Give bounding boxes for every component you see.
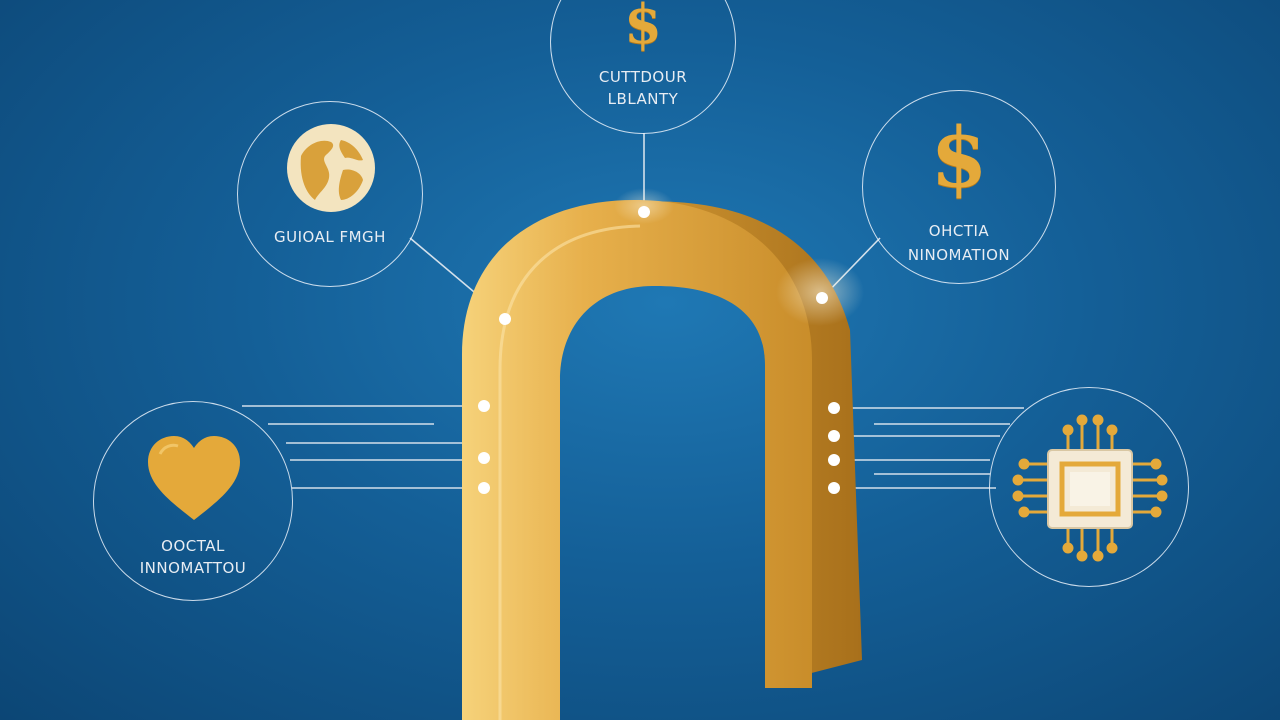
dollar-icon: $ <box>930 110 988 206</box>
chip-icon <box>1010 408 1170 568</box>
dot-right-4 <box>828 482 840 494</box>
node-upper-left-label: GUIOAL FMGH <box>274 228 386 246</box>
node-top-label-2: LBLANTY <box>607 90 679 108</box>
dot-right-3 <box>828 454 840 466</box>
node-lower-left-label-2: INNOMATTOU <box>139 559 247 577</box>
dot-left-1 <box>478 400 490 412</box>
node-top-label-1: CUTTDOUR <box>598 68 688 86</box>
dot-top <box>638 206 650 218</box>
dot-upper-right <box>816 292 828 304</box>
heart-icon <box>144 434 244 524</box>
globe-icon <box>285 122 377 214</box>
dot-left-2 <box>478 452 490 464</box>
dollar-icon: $ <box>624 0 662 56</box>
node-upper-left: GUIOAL FMGH <box>237 101 423 287</box>
node-upper-right-label-1: OHCTIA <box>928 222 990 240</box>
node-upper-right: $ OHCTIA NINOMATION <box>862 90 1056 284</box>
dot-upper-left <box>499 313 511 325</box>
dot-right-1 <box>828 402 840 414</box>
dot-left-3 <box>478 482 490 494</box>
dot-right-2 <box>828 430 840 442</box>
node-lower-right <box>989 387 1189 587</box>
node-lower-left-label-1: OOCTAL <box>161 537 225 555</box>
arch-front <box>462 199 812 720</box>
node-upper-right-label-2: NINOMATION <box>907 246 1011 264</box>
node-lower-left: OOCTAL INNOMATTOU <box>93 401 293 601</box>
